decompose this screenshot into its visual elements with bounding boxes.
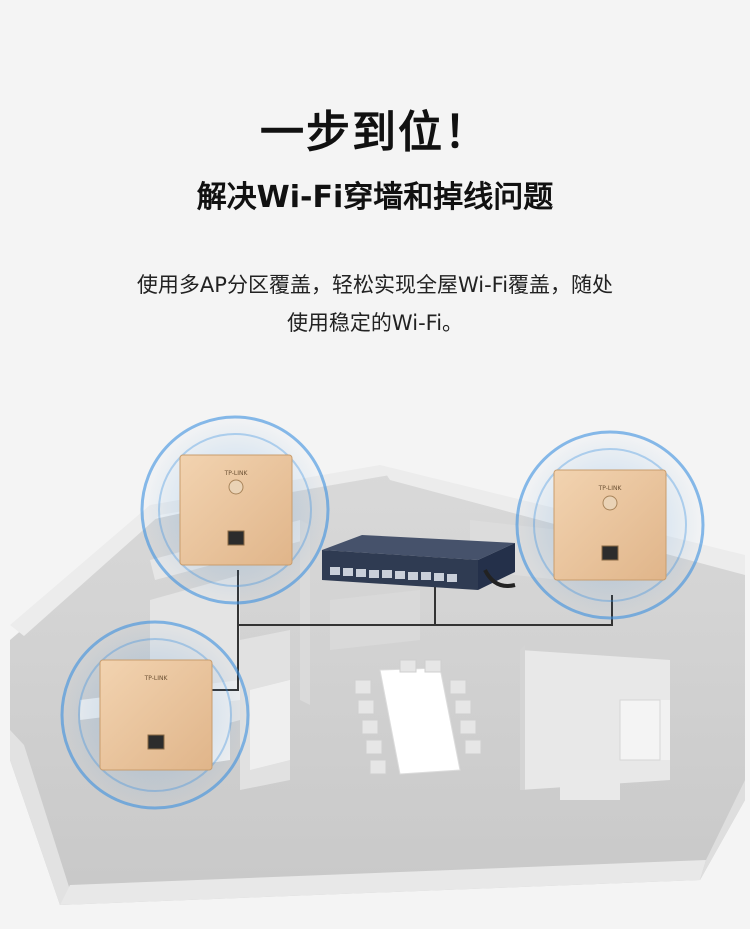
access-point-right: TP-LINK (515, 430, 705, 620)
description-line-1: 使用多AP分区覆盖，轻松实现全屋Wi-Fi覆盖，随处 (136, 273, 614, 297)
floorplan-illustration: TP-LINK TP-LINK TP-LINK (10, 415, 745, 905)
description: 使用多AP分区覆盖，轻松实现全屋Wi-Fi覆盖，随处 使用稳定的Wi-Fi。 (0, 266, 750, 342)
ap-brand-label: TP-LINK (144, 675, 169, 682)
subheadline: 解决Wi-Fi穿墙和掉线问题 (196, 180, 554, 215)
access-point-top-left: TP-LINK (140, 415, 330, 605)
access-point-bottom-left: TP-LINK (60, 620, 250, 810)
network-switch (322, 535, 516, 590)
description-line-2: 使用稳定的Wi-Fi。 (286, 311, 464, 335)
ap-brand-label: TP-LINK (224, 470, 249, 477)
headline: 一步到位！ (260, 107, 490, 158)
ap-brand-label: TP-LINK (598, 485, 623, 492)
